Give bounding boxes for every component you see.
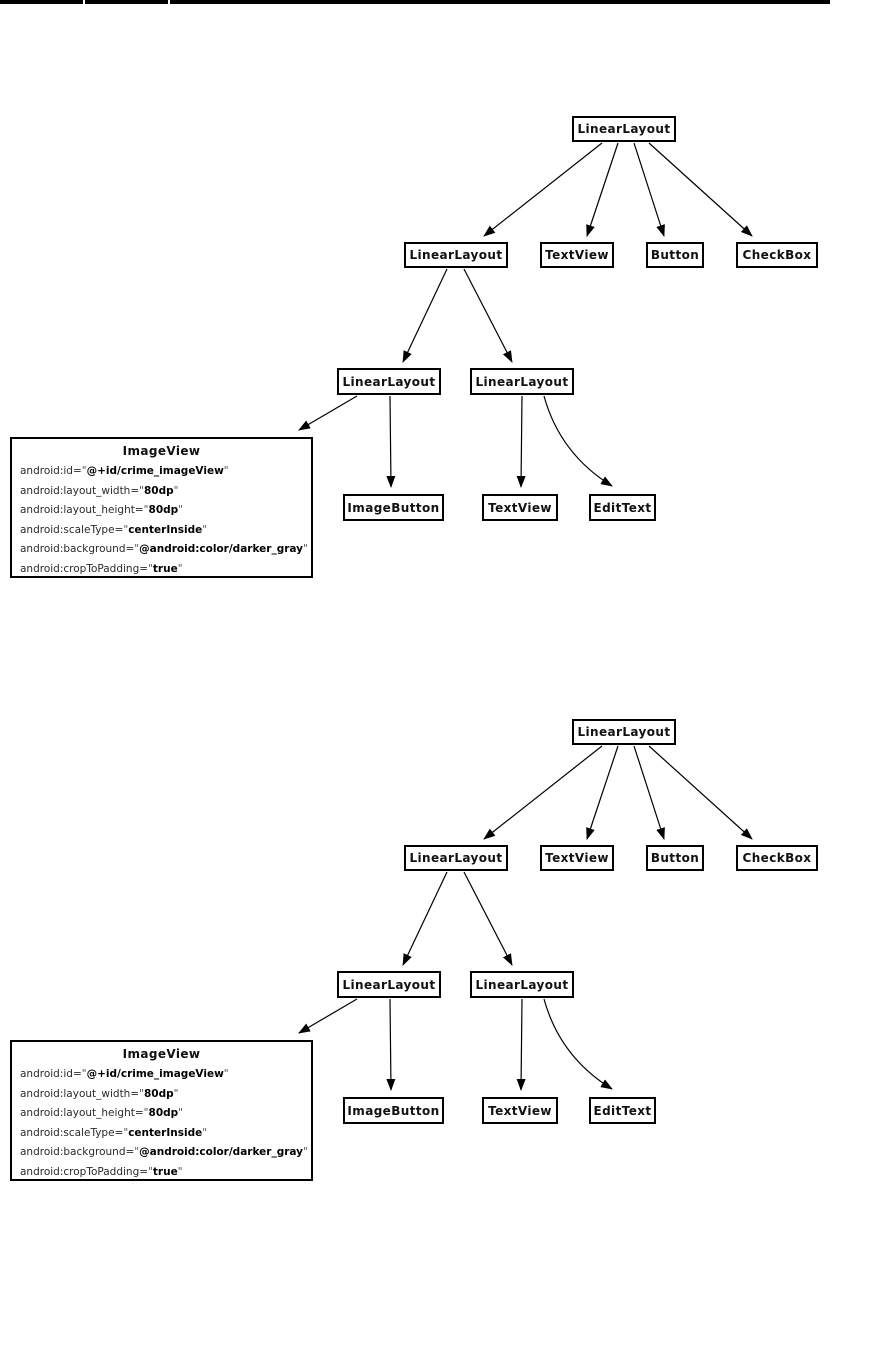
imageview-title: ImageView [122, 1047, 201, 1061]
node-imageview-detail: ImageView android:id="@+id/crime_imageVie… [10, 437, 313, 578]
tree-edge [463, 871, 513, 966]
node-textview-row2: TextView [540, 242, 614, 268]
node-linearlayout-row3-left: LinearLayout [337, 368, 441, 395]
tree-edge [516, 998, 526, 1091]
tree-edge [298, 998, 358, 1034]
tree-edge [633, 142, 665, 237]
tree-edge [586, 142, 619, 237]
tree-edge [648, 142, 753, 237]
diagram-edges [298, 745, 753, 1091]
top-rule [0, 0, 830, 4]
tree-edge [586, 745, 619, 840]
node-linearlayout-root: LinearLayout [572, 116, 676, 142]
tree-edge [633, 745, 665, 840]
imageview-attribute: android:layout_width="80dp" [20, 484, 179, 497]
top-rule-gap-2 [168, 0, 170, 4]
imageview-attribute: android:layout_height="80dp" [20, 504, 184, 516]
tree-edge [386, 998, 396, 1091]
node-linearlayout-row3-right: LinearLayout [470, 368, 574, 395]
node-linearlayout-row3-right: LinearLayout [470, 971, 574, 998]
tree-edge [386, 395, 396, 488]
node-imagebutton-row4: ImageButton [343, 494, 444, 521]
node-checkbox-row2: CheckBox [736, 242, 818, 268]
imageview-attribute: android:layout_width="80dp" [20, 1087, 179, 1100]
tree-edge [516, 395, 526, 488]
node-checkbox-row2: CheckBox [736, 845, 818, 871]
node-linearlayout-row2: LinearLayout [404, 845, 508, 871]
node-edittext-row4: EditText [589, 1097, 656, 1124]
node-imagebutton-row4: ImageButton [343, 1097, 444, 1124]
tree-edge [483, 745, 603, 840]
node-imageview-detail: ImageView android:id="@+id/crime_imageVie… [10, 1040, 313, 1181]
node-edittext-row4: EditText [589, 494, 656, 521]
imageview-attribute: android:id="@+id/crime_imageView" [20, 465, 229, 477]
tree-edge [543, 395, 613, 487]
imageview-attribute: android:id="@+id/crime_imageView" [20, 1068, 229, 1080]
node-linearlayout-root: LinearLayout [572, 719, 676, 745]
tree-edge [402, 268, 448, 363]
imageview-attribute: android:background="@android:color/darke… [20, 1146, 308, 1158]
node-button-row2: Button [646, 242, 704, 268]
tree-edge [648, 745, 753, 840]
imageview-attribute: android:cropToPadding="true" [20, 562, 183, 575]
imageview-title: ImageView [122, 444, 201, 458]
tree-edge [298, 395, 358, 431]
imageview-attribute: android:background="@android:color/darke… [20, 543, 308, 555]
imageview-attribute: android:scaleType="centerInside" [20, 523, 208, 536]
node-textview-row2: TextView [540, 845, 614, 871]
tree-edge [463, 268, 513, 363]
tree-edge [402, 871, 448, 966]
node-textview-row4: TextView [482, 494, 558, 521]
imageview-attribute: android:layout_height="80dp" [20, 1107, 184, 1119]
top-rule-gap-1 [83, 0, 85, 4]
tree-edge [483, 142, 603, 237]
tree-edge [543, 998, 613, 1090]
node-textview-row4: TextView [482, 1097, 558, 1124]
node-button-row2: Button [646, 845, 704, 871]
node-linearlayout-row2: LinearLayout [404, 242, 508, 268]
node-linearlayout-row3-left: LinearLayout [337, 971, 441, 998]
imageview-attribute: android:scaleType="centerInside" [20, 1126, 208, 1139]
imageview-attribute: android:cropToPadding="true" [20, 1165, 183, 1178]
diagram-edges [298, 142, 753, 488]
